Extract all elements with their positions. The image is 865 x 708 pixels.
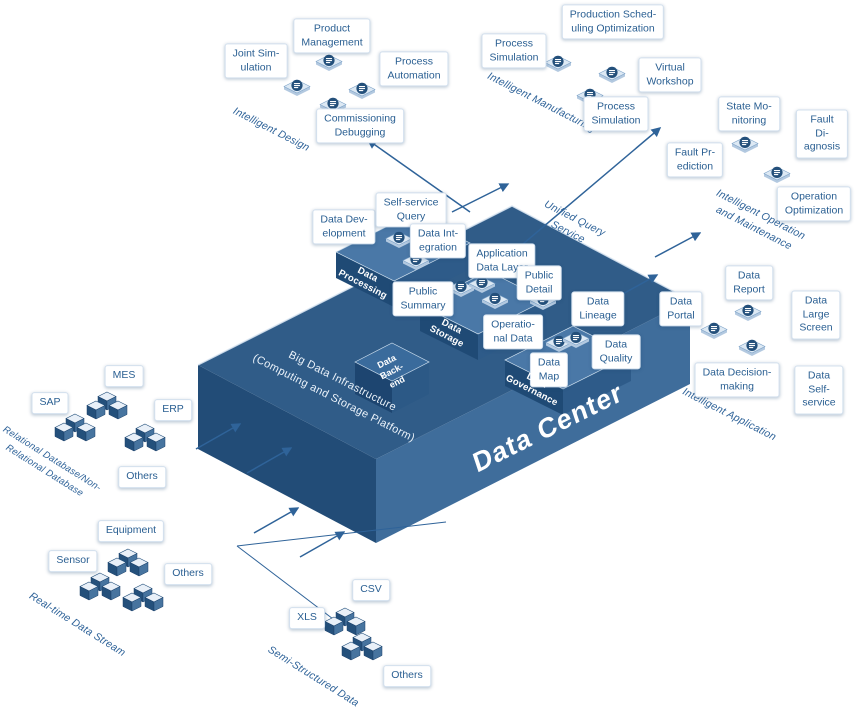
platform-top-edge-highlight — [197, 205, 691, 366]
node-data-development: Data Dev- elopment — [312, 209, 376, 245]
tile-joint-simulation-icon — [283, 79, 311, 97]
cubes-mes — [87, 392, 127, 419]
cubes-xls — [325, 608, 365, 635]
node-joint-simulation: Joint Sim- ulation — [224, 43, 288, 79]
cubes-csv — [342, 633, 382, 660]
node-self-service-query: Self-service Query — [375, 192, 447, 228]
arrow-input-relational-1 — [195, 423, 242, 450]
arrow-output-manufacturing — [451, 183, 510, 213]
arrow-output-design — [366, 139, 471, 213]
tile-fault-diagnosis-icon — [763, 166, 791, 184]
arrow-input-relational-2 — [246, 447, 293, 474]
node-data-large-screen: Data Large Screen — [791, 290, 841, 340]
node-virtual-workshop: Virtual Workshop — [638, 57, 702, 93]
node-data-self-service: Data Self- service — [794, 365, 844, 415]
node-commissioning-debugging: Commissioning Debugging — [316, 108, 404, 144]
node-process-simulation-a: Process Simulation — [481, 33, 547, 69]
node-process-simulation-b: Process Simulation — [583, 96, 649, 132]
node-data-integration: Data Int- egration — [409, 223, 467, 259]
node-public-summary: Public Summary — [392, 281, 454, 317]
node-data-lineage: Data Lineage — [571, 291, 625, 327]
cubes-equipment — [108, 549, 148, 576]
cubes-sap — [55, 414, 95, 441]
tile-process-simulation-a-icon — [544, 55, 572, 73]
tile-data-report-icon — [734, 304, 762, 322]
node-xls: XLS — [289, 607, 325, 629]
node-fault-prediction: Fault Pr- ediction — [666, 142, 724, 178]
node-product-management: Product Management — [293, 18, 371, 54]
node-data-decision-making: Data Decision- making — [694, 362, 780, 398]
line-semistructured-1 — [236, 521, 447, 547]
node-data-map: Data Map — [529, 352, 569, 388]
node-production-scheduling: Production Sched- uling Optimization — [561, 4, 665, 40]
node-data-report: Data Report — [725, 265, 773, 301]
arrow-unified-query-service — [509, 127, 662, 256]
arrow-output-operation — [654, 232, 702, 258]
box-data-backend — [354, 342, 430, 413]
tile-state-monitoring-icon — [731, 136, 759, 154]
cubes-erp — [125, 424, 165, 451]
tile-data-portal-icon — [700, 322, 728, 340]
tile-product-management-icon — [315, 54, 343, 72]
arrow-input-realtime-1 — [253, 507, 300, 534]
arrow-input-realtime-2 — [299, 531, 346, 558]
cubes-sensor — [80, 573, 120, 600]
node-operation-optimization: Operation Optimization — [776, 186, 852, 222]
node-sap: SAP — [31, 392, 69, 414]
node-sensor: Sensor — [48, 550, 98, 572]
node-process-automation: Process Automation — [379, 51, 449, 87]
node-data-quality: Data Quality — [591, 334, 641, 370]
node-public-detail: Public Detail — [516, 265, 562, 301]
node-fault-diagnosis: Fault Di- agnosis — [795, 109, 849, 159]
node-data-portal: Data Portal — [659, 291, 703, 327]
node-operational-data: Operatio- nal Data — [483, 314, 543, 350]
tile-process-automation-icon — [348, 82, 376, 100]
node-equipment: Equipment — [97, 520, 165, 542]
node-mes: MES — [104, 365, 144, 387]
node-realtime-others: Others — [164, 563, 212, 585]
tile-data-decision-icon — [738, 339, 766, 357]
node-semistructured-others: Others — [383, 665, 431, 687]
node-relational-others: Others — [118, 466, 166, 488]
node-state-monitoring: State Mo- nitoring — [718, 96, 780, 132]
tile-production-scheduling-icon — [598, 66, 626, 84]
node-csv: CSV — [352, 579, 390, 601]
node-erp: ERP — [154, 399, 192, 421]
cubes-realtime-others — [123, 584, 163, 611]
